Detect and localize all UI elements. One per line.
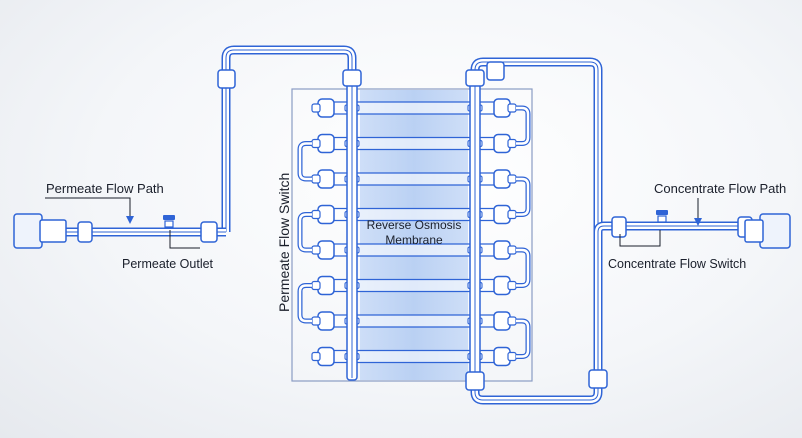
module-nozzle-right	[507, 174, 517, 184]
permeate-coupling-header	[342, 69, 362, 87]
module-nozzle-right	[507, 138, 517, 149]
module-u-bend-left-inner	[298, 142, 312, 181]
module-nozzle-right	[507, 245, 517, 255]
module-nozzle-left	[311, 245, 321, 255]
concentrate-coupling-header	[465, 69, 485, 87]
concentrate-coupling-top	[486, 61, 505, 81]
module-u-bend-right	[516, 105, 531, 146]
membrane-label-line1: Reverse Osmosis	[367, 218, 462, 232]
module-u-bend-left-inner	[298, 284, 312, 323]
permeate-flow-switch-label: Permeate Flow Switch	[276, 173, 292, 312]
concentrate-tank	[744, 213, 791, 249]
left-header-pipe	[346, 77, 358, 381]
module-nozzle-right	[507, 280, 517, 291]
module-nozzle-left	[311, 316, 321, 326]
module-u-bend-right-inner	[516, 177, 530, 216]
concentrate-valve-icon[interactable]	[656, 210, 668, 223]
module-u-bend-left	[297, 212, 312, 253]
system-frame	[291, 88, 533, 382]
module-nozzle-left	[311, 209, 321, 220]
module-nozzle-right	[507, 209, 517, 220]
module-nozzle-left	[311, 351, 321, 362]
permeate-valve-icon[interactable]	[163, 215, 175, 228]
module-u-bend-right-inner	[516, 248, 530, 287]
module-u-bend-left-inner	[298, 213, 312, 252]
module-nozzle-left	[311, 138, 321, 149]
permeate-coupling-elbow	[200, 221, 218, 243]
concentrate-flow-switch-label: Concentrate Flow Switch	[608, 257, 746, 271]
module-u-bend-right-inner	[516, 319, 530, 358]
leader-lines	[45, 197, 699, 249]
membrane-label-line2: Membrane	[385, 233, 443, 247]
module-nozzle-left	[311, 280, 321, 291]
concentrate-coupling-bottom-left	[465, 371, 485, 391]
module-u-bend-right	[516, 247, 531, 288]
module-nozzle-left	[311, 174, 321, 184]
module-u-bend-right	[516, 318, 531, 359]
module-nozzle-left	[311, 103, 321, 113]
module-nozzle-right	[507, 351, 517, 362]
module-nozzle-right	[507, 103, 517, 113]
concentrate-coupling-elbow	[611, 216, 627, 238]
permeate-outlet-label: Permeate Outlet	[122, 257, 214, 271]
module-u-bend-right-inner	[516, 106, 530, 145]
right-header-pipe	[469, 77, 481, 381]
module-u-bend-right	[516, 176, 531, 217]
module-u-bend-left	[297, 141, 312, 182]
permeate-coupling-inlet	[77, 221, 93, 243]
concentrate-flow-path-label: Concentrate Flow Path	[654, 181, 786, 196]
permeate-flow-path-label: Permeate Flow Path	[46, 181, 164, 196]
arrow-down-icon	[126, 216, 134, 224]
permeate-coupling-top	[217, 69, 236, 89]
concentrate-pipe	[470, 57, 765, 405]
concentrate-coupling-bottom-right	[588, 369, 608, 389]
permeate-tank	[13, 213, 67, 249]
module-u-bend-left	[297, 283, 312, 324]
module-nozzle-right	[507, 316, 517, 326]
arrow-down-icon	[694, 218, 702, 226]
